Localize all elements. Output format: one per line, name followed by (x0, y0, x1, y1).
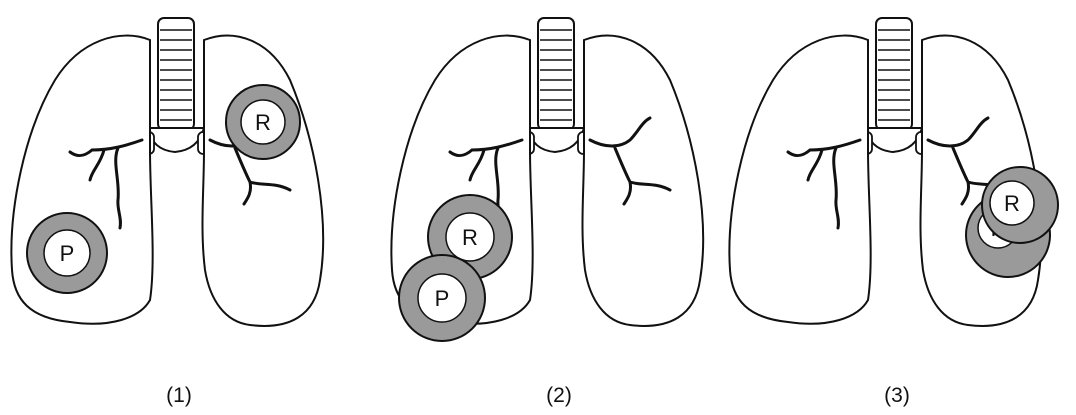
lesion-label-r: R (462, 225, 478, 250)
lesion-label-p: P (60, 241, 75, 266)
panel-2: R P (2) (380, 0, 738, 415)
lesion-label-p: P (435, 286, 450, 311)
lung-diagram-3: P R (718, 0, 1076, 360)
panel-caption: (3) (718, 384, 1076, 408)
panel-1: R P (1) (0, 0, 358, 415)
lesion-r: R (226, 85, 300, 159)
lung-diagram-1: R P (0, 0, 358, 360)
lesion-label-r: R (1004, 191, 1020, 216)
lesion-label-r: R (255, 110, 271, 135)
lung-diagram-2: R P (380, 0, 738, 360)
panel-3: P R (3) (718, 0, 1076, 415)
panel-caption: (2) (380, 384, 738, 408)
lesion-p: P (27, 213, 107, 293)
lesion-p: P (399, 255, 485, 341)
panel-caption: (1) (0, 384, 358, 408)
lesion-r: R (982, 167, 1058, 243)
